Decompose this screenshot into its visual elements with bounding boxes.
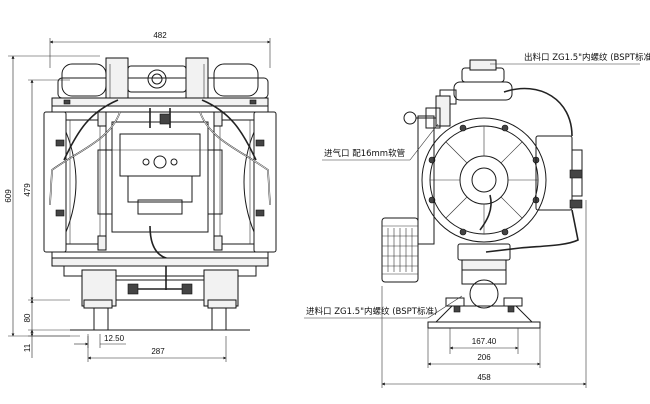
dim-479-label: 479: [23, 183, 32, 197]
dim-side-overall-width: 458: [381, 200, 587, 388]
dim-outlet-span: 287: [87, 336, 227, 362]
dim-inlet-height: 80: [23, 299, 70, 337]
dim-side-bolt-span: 167.40: [449, 328, 519, 354]
dim-609-label: 609: [4, 189, 13, 203]
dim-80-label: 80: [23, 313, 32, 322]
side-view: 167.40 206 458 出料口 ZG1.5"内螺纹 (BSPT标准) 进气…: [304, 52, 650, 388]
material-inlet-note: 进料口 ZG1.5"内螺纹 (BSPT标准): [306, 306, 437, 317]
dim-center-height: 479: [23, 79, 70, 301]
dim-482-label: 482: [153, 31, 167, 40]
air-inlet-note: 进气口 配16mm软管: [324, 148, 405, 159]
dim-206-label: 206: [477, 353, 491, 362]
dim-11-label: 11: [23, 343, 32, 352]
outlet-note: 出料口 ZG1.5"内螺纹 (BSPT标准): [524, 52, 650, 63]
dim-overall-width: 482: [49, 31, 271, 68]
front-view: 482 609 479 80 11: [4, 31, 277, 362]
dim-base-offset: 12.50: [74, 334, 126, 348]
dim-base-thickness: 11: [23, 329, 80, 358]
dim-167-40-label: 167.40: [472, 337, 497, 346]
leader-outlet: 出料口 ZG1.5"内螺纹 (BSPT标准): [490, 52, 650, 65]
dim-side-base-width: 206: [427, 328, 541, 368]
leader-air-inlet: 进气口 配16mm软管: [322, 123, 439, 161]
dim-458-label: 458: [477, 373, 491, 382]
dim-287-label: 287: [151, 347, 165, 356]
leader-material-inlet: 进料口 ZG1.5"内螺纹 (BSPT标准): [304, 295, 463, 319]
dim-12-50-label: 12.50: [104, 334, 125, 343]
